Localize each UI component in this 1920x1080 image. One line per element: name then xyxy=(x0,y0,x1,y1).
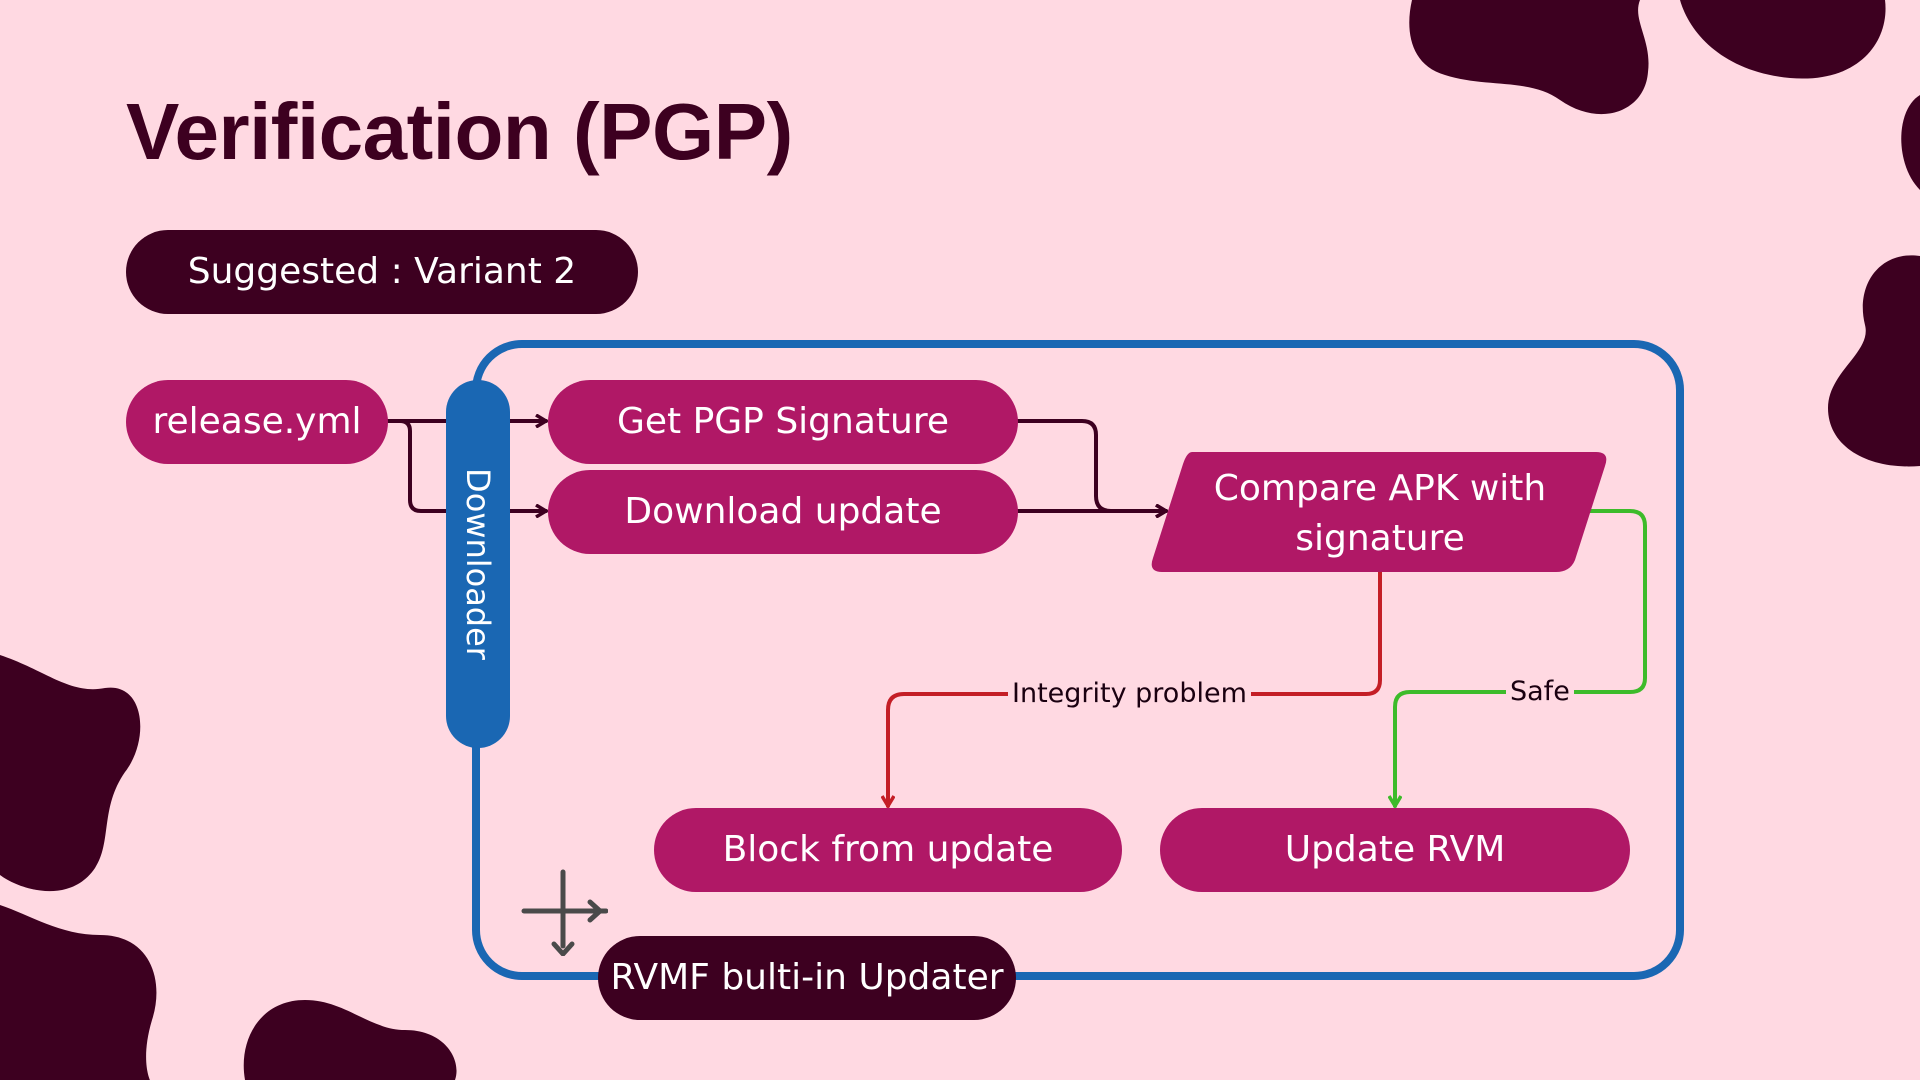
move-cross-icon xyxy=(521,869,608,956)
decorative-blob-left-mid xyxy=(0,655,141,892)
compare-label: Compare APK with signature xyxy=(1213,468,1547,559)
edge-release-to-download xyxy=(386,419,548,511)
edge-safe xyxy=(1395,509,1647,808)
page-title: Verification (PGP) xyxy=(126,87,793,176)
updater-badge: RVMF bulti-in Updater xyxy=(598,936,1016,1020)
decorative-blob-top-right xyxy=(1409,0,1649,115)
updater-badge-label: RVMF bulti-in Updater xyxy=(610,956,1004,998)
block-update-label: Block from update xyxy=(722,828,1054,870)
update-rvm-label: Update RVM xyxy=(1284,828,1506,870)
decorative-blob-right-edge xyxy=(1901,95,1920,190)
update-rvm-node: Update RVM xyxy=(1160,808,1630,892)
download-update-label: Download update xyxy=(624,490,942,532)
suggested-badge: Suggested : Variant 2 xyxy=(126,230,638,314)
decorative-blob-bottom xyxy=(243,1000,457,1080)
decorative-blob-right-mid xyxy=(1828,255,1920,467)
decorative-blob-bottom-left xyxy=(0,905,157,1080)
safe-label: Safe xyxy=(1506,675,1574,709)
get-signature-label: Get PGP Signature xyxy=(616,400,950,442)
downloader-bar: Downloader xyxy=(446,380,510,748)
get-signature-node: Get PGP Signature xyxy=(548,380,1018,464)
block-update-node: Block from update xyxy=(654,808,1122,892)
compare-node: Compare APK with signature xyxy=(1160,452,1600,576)
decorative-blob-top-far-right xyxy=(1680,0,1886,79)
release-yml-node: release.yml xyxy=(126,380,388,464)
release-yml-label: release.yml xyxy=(152,400,362,442)
suggested-badge-label: Suggested : Variant 2 xyxy=(187,250,577,292)
download-update-node: Download update xyxy=(548,470,1018,554)
integrity-problem-label: Integrity problem xyxy=(1008,677,1251,711)
